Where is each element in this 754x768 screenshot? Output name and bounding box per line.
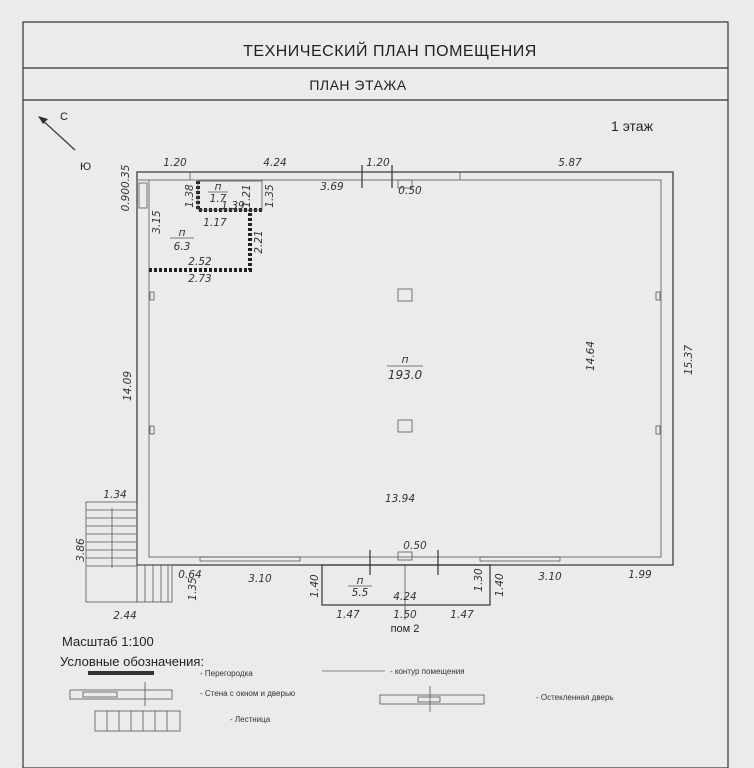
svg-text:1.30: 1.30 xyxy=(473,568,485,592)
svg-text:1.20: 1.20 xyxy=(366,157,390,169)
room-1: п 1.7 xyxy=(208,181,228,205)
svg-text:0.50: 0.50 xyxy=(403,540,427,552)
sheet-subtitle: ПЛАН ЭТАЖА xyxy=(309,77,407,93)
svg-text:14.09: 14.09 xyxy=(122,371,134,401)
svg-text:1.17: 1.17 xyxy=(203,217,227,229)
svg-text:6.3: 6.3 xyxy=(174,241,191,253)
scale-label: Масштаб 1:100 xyxy=(62,634,154,649)
staircase xyxy=(85,501,173,603)
svg-text:1.99: 1.99 xyxy=(628,569,652,581)
svg-text:0.50: 0.50 xyxy=(398,185,422,197)
room-main: п 193.0 xyxy=(387,354,423,382)
svg-text:2.44: 2.44 xyxy=(113,610,136,622)
room-reference: пом 2 xyxy=(391,623,420,635)
svg-text:14.64: 14.64 xyxy=(585,341,597,371)
legend-glass-door-symbol xyxy=(379,686,485,712)
svg-text:3.15: 3.15 xyxy=(151,210,163,234)
svg-text:1.47: 1.47 xyxy=(450,609,474,621)
legend-partition-symbol xyxy=(88,671,154,675)
svg-text:1.47: 1.47 xyxy=(336,609,360,621)
svg-text:5.87: 5.87 xyxy=(558,157,582,169)
legend-wall-symbol xyxy=(69,682,173,706)
svg-text:3.69: 3.69 xyxy=(320,181,344,193)
svg-text:1.35: 1.35 xyxy=(264,184,276,208)
svg-text:1.40: 1.40 xyxy=(309,574,321,598)
sheet-frame xyxy=(22,21,729,768)
svg-text:1.38: 1.38 xyxy=(184,184,196,208)
svg-text:п: п xyxy=(215,181,222,193)
svg-text:1.39: 1.39 xyxy=(221,200,245,212)
svg-text:2.21: 2.21 xyxy=(253,230,265,253)
svg-text:0.900.35: 0.900.35 xyxy=(120,164,132,211)
svg-text:- контур помещения: - контур помещения xyxy=(390,667,465,676)
svg-text:0.64: 0.64 xyxy=(178,569,201,581)
svg-text:п: п xyxy=(179,227,186,239)
svg-text:1.7: 1.7 xyxy=(210,193,227,205)
svg-text:3.10: 3.10 xyxy=(538,571,562,583)
compass-north: С xyxy=(60,111,68,123)
svg-text:1.34: 1.34 xyxy=(103,489,126,501)
svg-text:п: п xyxy=(357,575,364,587)
compass-arrow-icon xyxy=(38,116,76,151)
svg-text:4.24: 4.24 xyxy=(393,591,416,603)
svg-text:- Стена с окном и дверью: - Стена с окном и дверью xyxy=(200,689,295,698)
svg-text:2.73: 2.73 xyxy=(188,273,211,285)
legend-title: Условные обозначения: xyxy=(60,654,204,669)
legend: - Перегородка - контур помещения - Стена… xyxy=(69,667,614,732)
svg-text:1.40: 1.40 xyxy=(494,573,506,597)
svg-text:5.5: 5.5 xyxy=(352,587,369,599)
svg-text:193.0: 193.0 xyxy=(388,368,423,382)
svg-text:15.37: 15.37 xyxy=(683,345,695,375)
svg-text:1.21: 1.21 xyxy=(241,184,253,207)
floor-label: 1 этаж xyxy=(611,118,654,134)
svg-text:13.94: 13.94 xyxy=(385,493,415,505)
svg-text:- Лестница: - Лестница xyxy=(230,715,271,724)
svg-text:3.86: 3.86 xyxy=(75,538,87,562)
svg-text:1.50: 1.50 xyxy=(393,609,417,621)
sheet-title: ТЕХНИЧЕСКИЙ ПЛАН ПОМЕЩЕНИЯ xyxy=(243,41,537,60)
room-vestibule: п 5.5 xyxy=(348,575,372,599)
svg-text:1.20: 1.20 xyxy=(163,157,187,169)
room-2: п 6.3 xyxy=(170,227,194,253)
legend-stair-symbol xyxy=(94,710,181,732)
dimension-labels: 1.20 4.24 1.20 5.87 0.900.35 3.69 0.50 1… xyxy=(75,157,695,622)
svg-text:2.52: 2.52 xyxy=(188,256,212,268)
svg-text:п: п xyxy=(402,354,409,366)
svg-text:- Остекленная дверь: - Остекленная дверь xyxy=(536,693,614,702)
building-walls xyxy=(136,165,674,620)
svg-text:3.10: 3.10 xyxy=(248,573,272,585)
svg-text:4.24: 4.24 xyxy=(263,157,286,169)
svg-text:1.35: 1.35 xyxy=(187,577,199,601)
svg-text:- Перегородка: - Перегородка xyxy=(200,669,253,678)
compass-south: Ю xyxy=(80,161,91,173)
partition-walls xyxy=(149,180,263,272)
